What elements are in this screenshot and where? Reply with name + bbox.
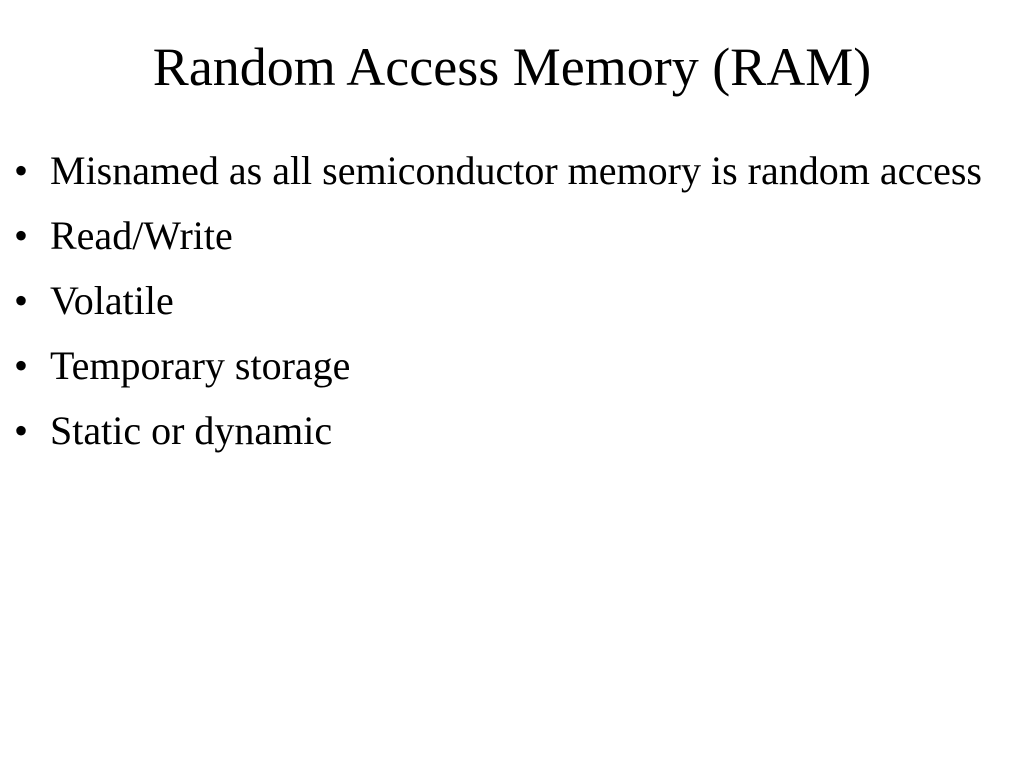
bullet-icon: • (14, 213, 29, 258)
bullet-icon: • (14, 408, 29, 453)
bullet-text: Read/Write (50, 213, 233, 258)
bullet-item-temporary-storage: • Temporary storage (14, 344, 1004, 388)
bullet-icon: • (14, 148, 29, 193)
bullet-icon: • (14, 278, 29, 323)
bullet-item-misnamed: • Misnamed as all semiconductor memory i… (14, 149, 1004, 193)
bullet-text: Volatile (50, 278, 174, 323)
bullet-item-static-dynamic: • Static or dynamic (14, 409, 1004, 453)
bullet-text: Misnamed as all semiconductor memory is … (50, 148, 982, 193)
bullet-text: Static or dynamic (50, 408, 333, 453)
bullet-item-volatile: • Volatile (14, 279, 1004, 323)
bullet-icon: • (14, 343, 29, 388)
bullet-list: • Misnamed as all semiconductor memory i… (14, 149, 1004, 474)
slide-title: Random Access Memory (RAM) (152, 37, 872, 97)
bullet-item-read-write: • Read/Write (14, 214, 1004, 258)
bullet-text: Temporary storage (50, 343, 351, 388)
